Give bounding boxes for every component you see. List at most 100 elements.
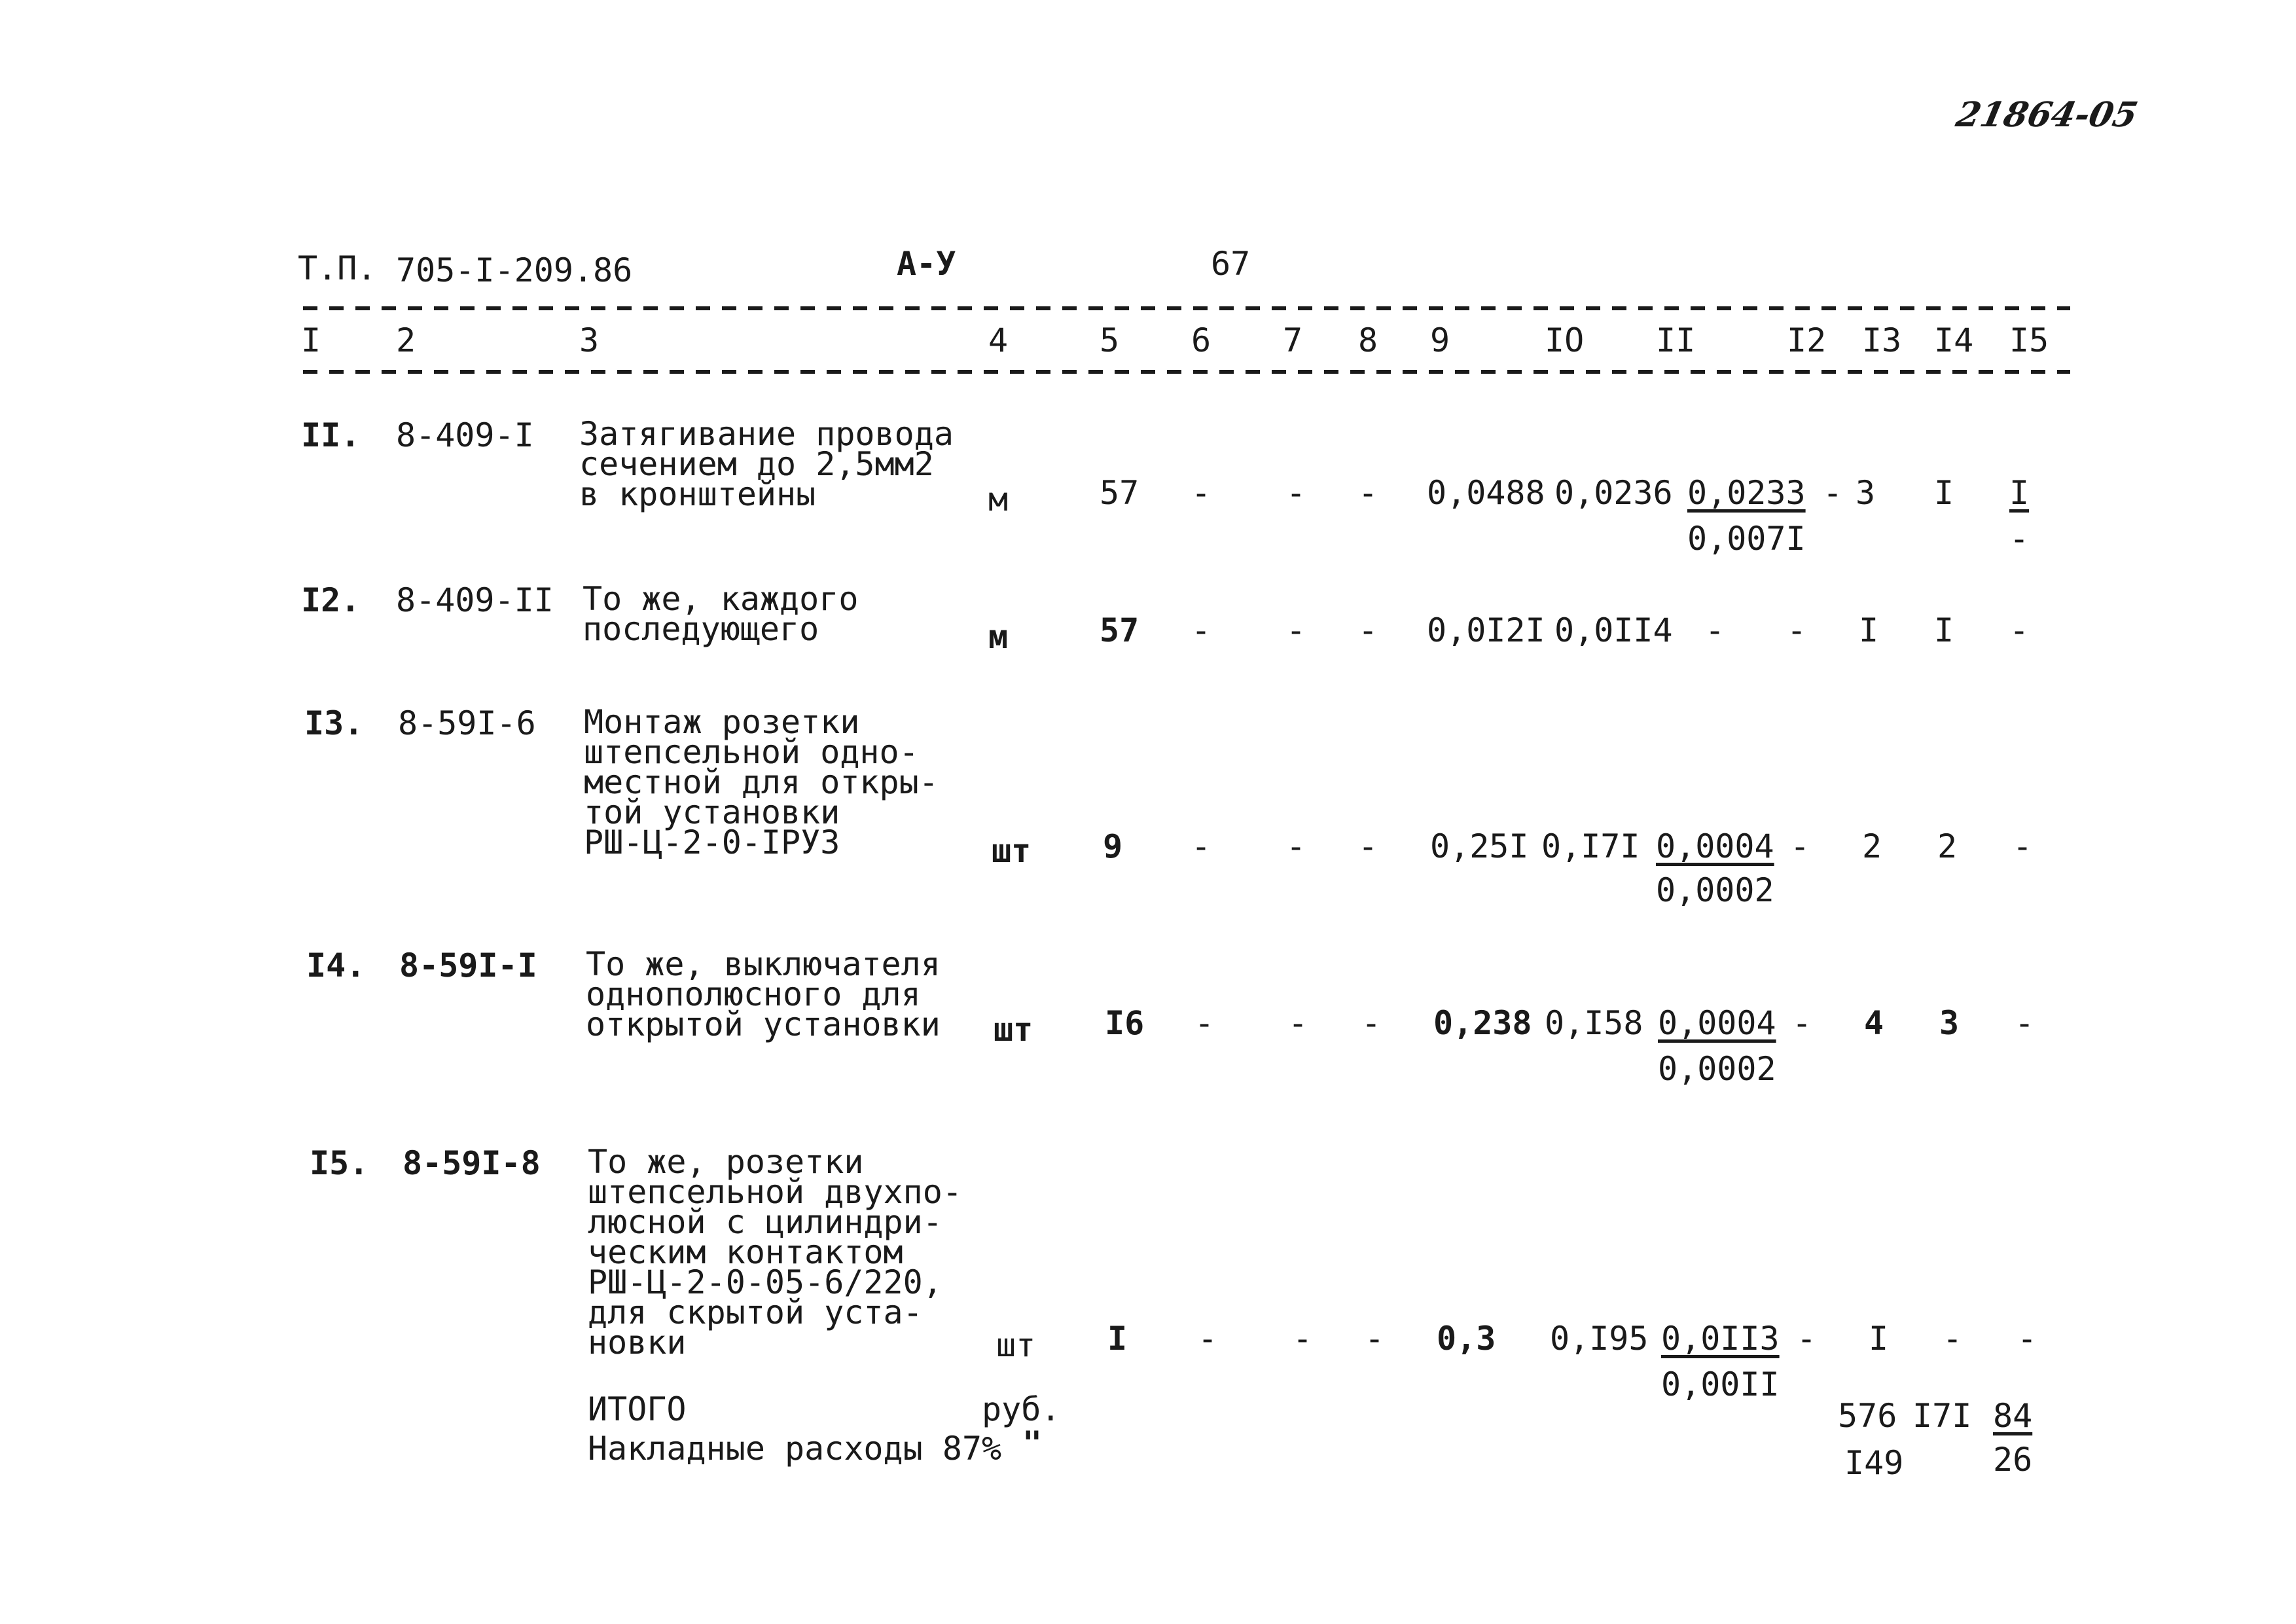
row-col12: - <box>1787 611 1807 649</box>
row-col15: - <box>2017 1320 2037 1358</box>
row-col15: - <box>2013 827 2033 865</box>
row-col9: 0,0I2I <box>1427 611 1545 649</box>
column-header: 3 <box>579 321 600 359</box>
row-col11-numerator: 0,0II3 <box>1661 1320 1780 1358</box>
column-header: 4 <box>988 321 1009 359</box>
overhead-ditto-mark: " <box>1022 1424 1043 1462</box>
row-col9: 0,238 <box>1433 1004 1532 1042</box>
column-header: 8 <box>1358 321 1378 359</box>
total-col13: 576 <box>1838 1397 1897 1435</box>
column-header: 6 <box>1191 321 1211 359</box>
row-col13: I <box>1869 1320 1889 1358</box>
row-col9: 0,0488 <box>1427 474 1545 512</box>
row-description: Монтаж розетки штепсельной одно- местной… <box>584 703 939 861</box>
row-col6: - <box>1191 611 1211 649</box>
row-col15: - <box>2015 1004 2035 1042</box>
row-col8: - <box>1358 611 1378 649</box>
row-col14: 3 <box>1939 1004 1960 1042</box>
row-col9: 0,25I <box>1430 827 1529 865</box>
overhead-label: Накладные расходы 87% <box>588 1430 1002 1468</box>
row-col8: - <box>1358 474 1378 512</box>
row-col7: - <box>1293 1320 1313 1358</box>
row-col11-numerator: 0,0233 <box>1687 474 1806 512</box>
column-header: 5 <box>1100 321 1120 359</box>
column-header: I5 <box>2009 321 2049 359</box>
row-quantity: 9 <box>1103 827 1123 865</box>
row-number: I3. <box>304 704 364 742</box>
row-col14: I <box>1934 611 1954 649</box>
row-col6: - <box>1191 474 1211 512</box>
header-top-rule <box>303 306 2070 310</box>
row-col7: - <box>1286 474 1306 512</box>
row-col13: 4 <box>1864 1004 1884 1042</box>
row-col13: 2 <box>1862 827 1882 865</box>
column-header: II <box>1656 321 1696 359</box>
row-col15-numerator: I <box>2009 474 2030 512</box>
row-quantity: 57 <box>1100 611 1139 649</box>
row-col10: 0,0236 <box>1554 474 1673 512</box>
column-header: I <box>301 321 321 359</box>
overhead-col13: I49 <box>1844 1444 1904 1482</box>
row-col11: - <box>1705 611 1725 649</box>
row-number: I4. <box>306 947 366 984</box>
row-description: Затягивание провода сечением до 2,5мм2 в… <box>579 415 954 513</box>
row-col9: 0,3 <box>1437 1320 1496 1358</box>
row-col10: 0,I58 <box>1545 1004 1643 1042</box>
total-label: ИТОГО <box>588 1390 687 1428</box>
column-header: I3 <box>1862 321 1902 359</box>
column-header: IO <box>1545 321 1585 359</box>
row-code: 8-409-II <box>396 581 554 619</box>
row-col13: 3 <box>1856 474 1876 512</box>
row-quantity: I6 <box>1105 1004 1145 1042</box>
row-col11-numerator: 0,0004 <box>1656 827 1774 865</box>
total-col14: I7I <box>1912 1397 1972 1435</box>
row-col12: - <box>1790 827 1810 865</box>
row-col11-denominator: 0,0002 <box>1658 1050 1776 1088</box>
row-unit: м <box>988 618 1009 656</box>
row-number: II. <box>301 416 361 454</box>
row-number: I2. <box>301 581 361 619</box>
row-code: 8-59I-6 <box>398 704 536 742</box>
total-col15: 84 <box>1993 1397 2033 1435</box>
column-header: 9 <box>1430 321 1450 359</box>
column-header: 2 <box>396 321 416 359</box>
row-col8: - <box>1365 1320 1385 1358</box>
row-quantity: 57 <box>1100 474 1139 512</box>
header-project-number: 705-I-209.86 <box>396 251 633 289</box>
row-col14: - <box>1943 1320 1963 1358</box>
row-col14: I <box>1934 474 1954 512</box>
row-unit: шт <box>992 832 1031 870</box>
row-col11-numerator: 0,0004 <box>1658 1004 1776 1042</box>
row-code: 8-409-I <box>396 416 534 454</box>
column-header: 7 <box>1283 321 1303 359</box>
row-col10: 0,0II4 <box>1554 611 1673 649</box>
row-col8: - <box>1358 827 1378 865</box>
header-label: Т.П. <box>298 249 377 287</box>
column-header: I4 <box>1934 321 1974 359</box>
row-col6: - <box>1194 1004 1215 1042</box>
row-col12: - <box>1797 1320 1817 1358</box>
row-col6: - <box>1198 1320 1218 1358</box>
header-page-number: 67 <box>1211 245 1251 283</box>
row-col8: - <box>1361 1004 1382 1042</box>
overhead-col15: 26 <box>1993 1441 2033 1479</box>
handwritten-document-number: 21864-05 <box>1952 95 2142 135</box>
row-unit: шт <box>996 1326 1036 1364</box>
row-col7: - <box>1286 827 1306 865</box>
column-header: I2 <box>1787 321 1827 359</box>
header-bottom-rule <box>303 370 2070 374</box>
row-col11-denominator: 0,007I <box>1687 520 1806 558</box>
row-col7: - <box>1286 611 1306 649</box>
row-col13: I <box>1859 611 1879 649</box>
row-description: То же, каждого последующего <box>583 580 859 648</box>
row-col12: - <box>1823 474 1843 512</box>
row-number: I5. <box>310 1144 369 1182</box>
row-description: То же, выключателя однополюсного для отк… <box>586 945 941 1043</box>
row-col10: 0,I7I <box>1541 827 1640 865</box>
row-code: 8-59I-8 <box>403 1144 541 1182</box>
row-unit: шт <box>994 1011 1033 1049</box>
header-section: А-У <box>897 245 956 283</box>
row-col15-denominator: - <box>2009 520 2030 558</box>
row-unit: м <box>988 480 1009 518</box>
